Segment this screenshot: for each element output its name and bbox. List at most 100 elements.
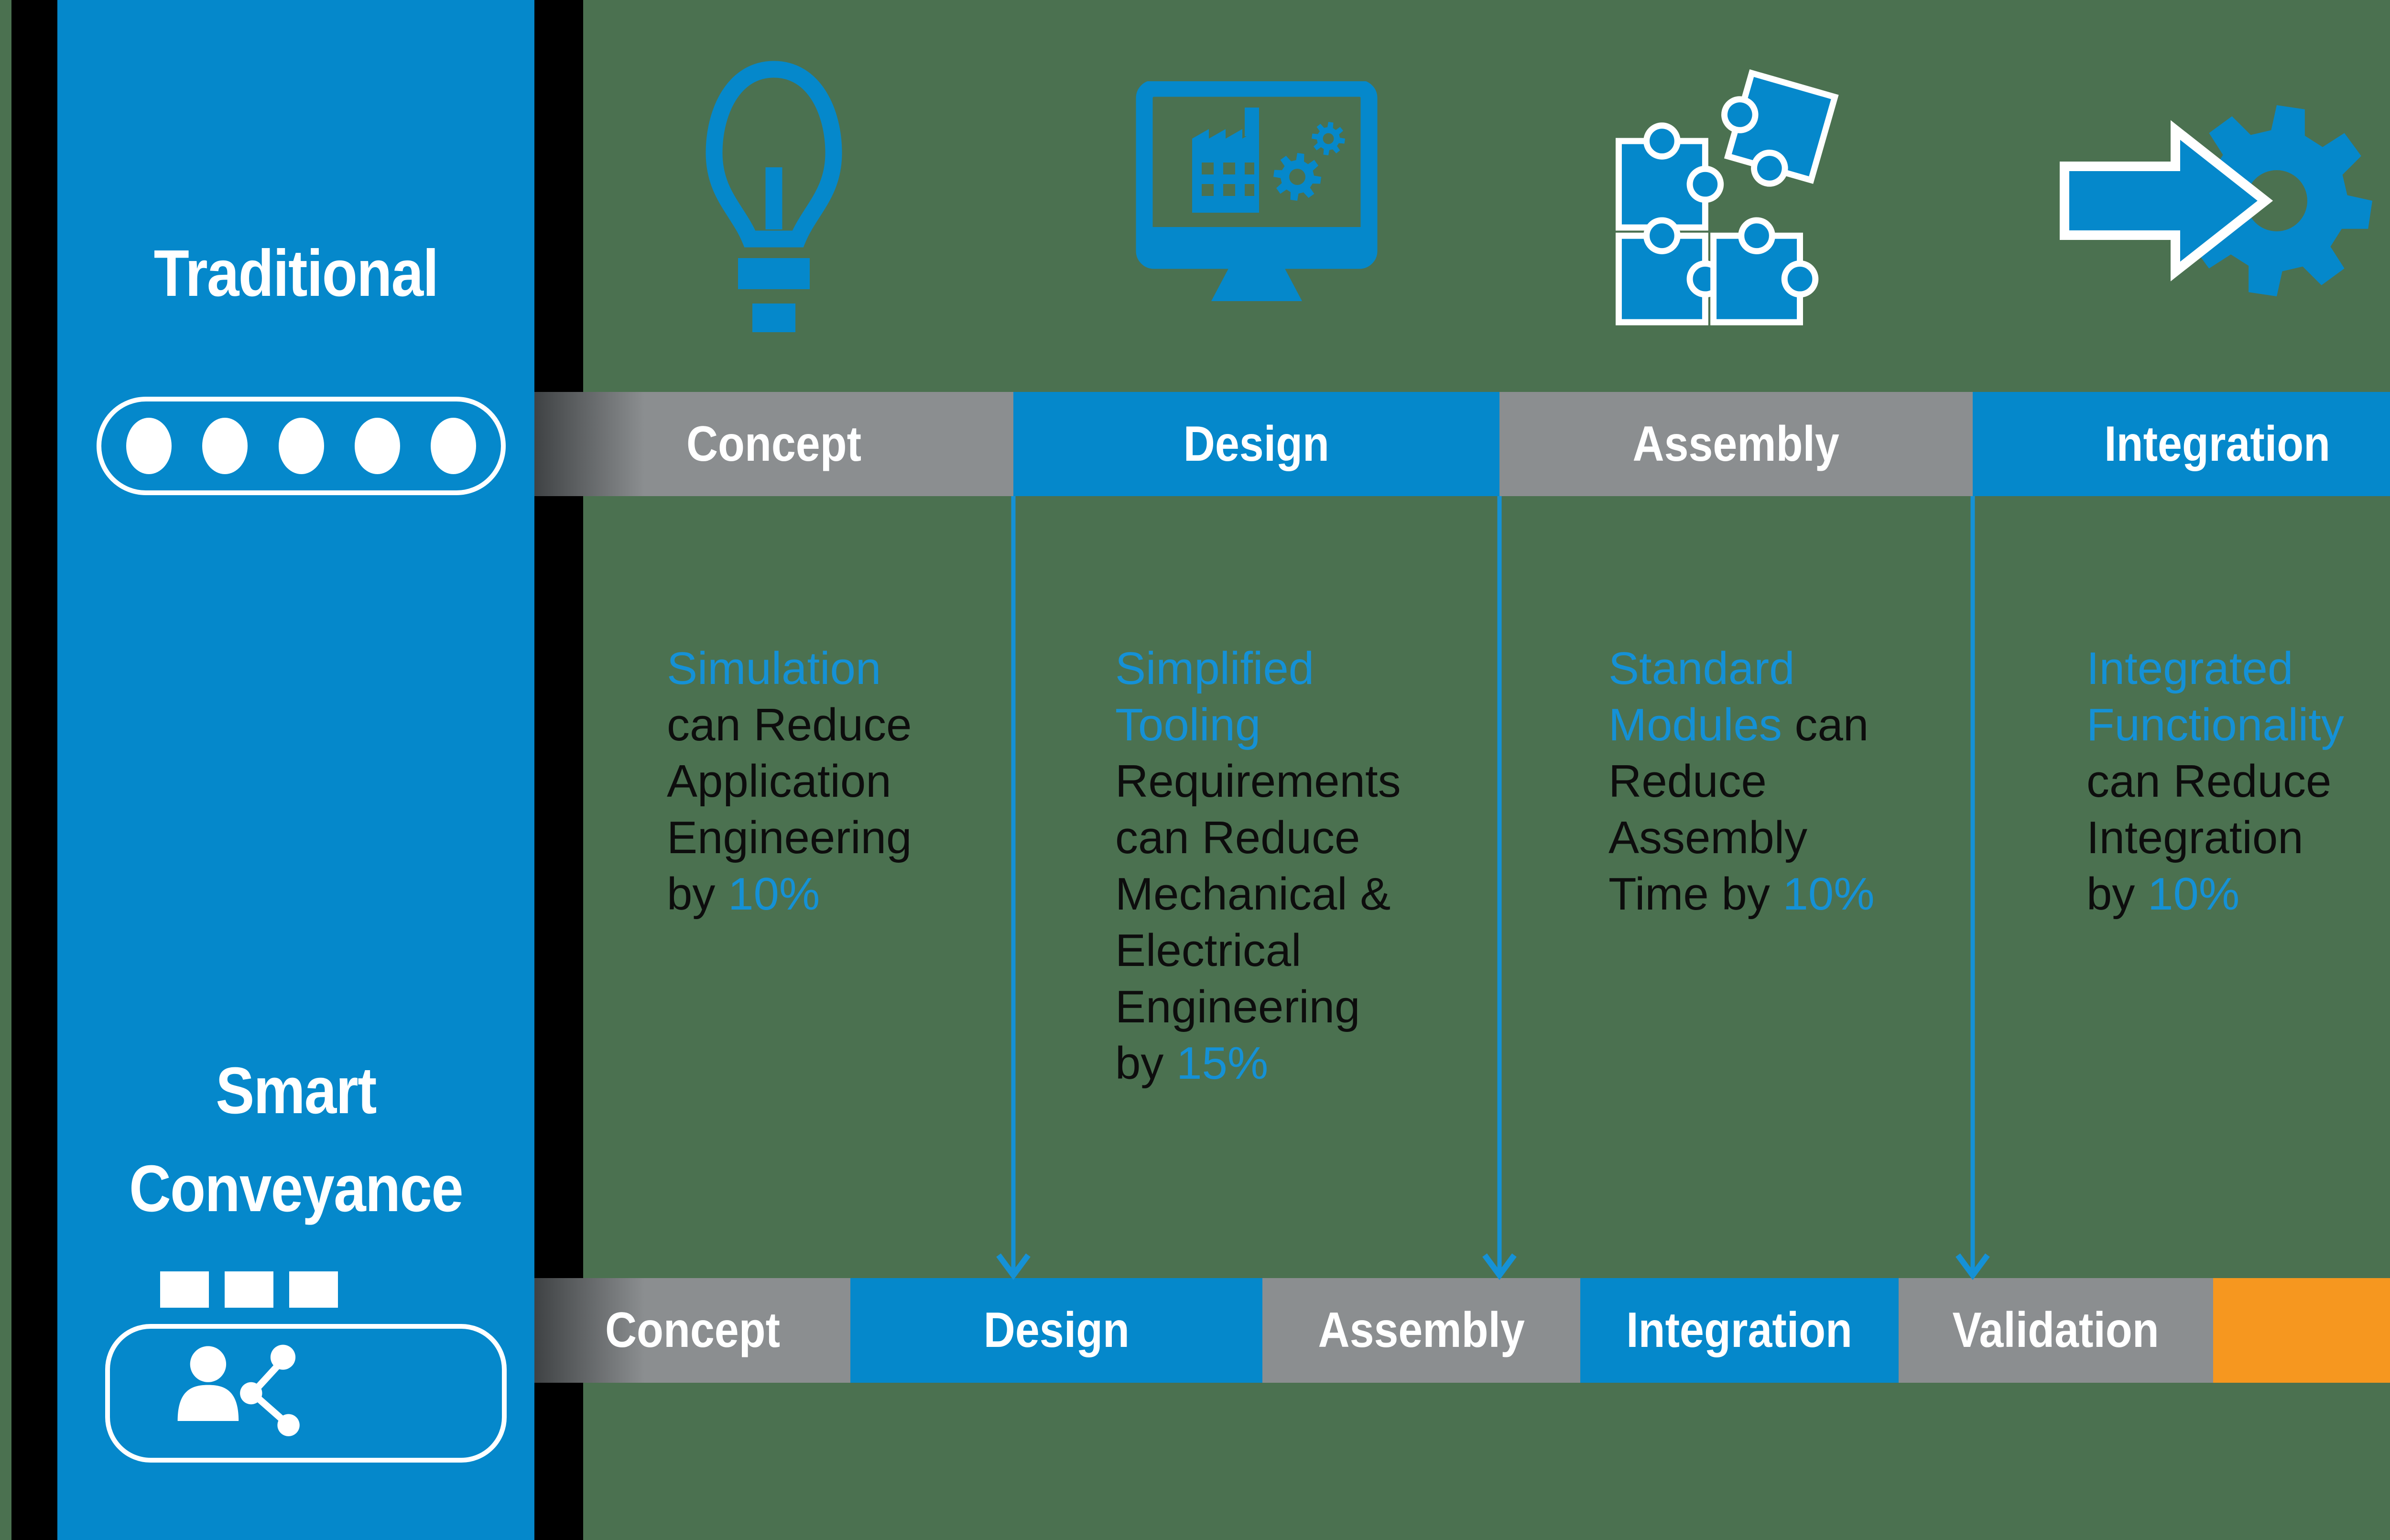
benefit-line: Integrated <box>2086 640 2344 697</box>
benefit-text-segment: can Reduce <box>2086 756 2332 807</box>
benefit-line: Mechanical & <box>1115 866 1401 922</box>
benefit-text-segment: Electrical <box>1115 925 1302 976</box>
benefit-text-segment: Integration <box>2086 812 2303 863</box>
benefit-text-segment: can Reduce <box>667 699 912 750</box>
traditional-title: Traditional <box>153 237 439 310</box>
traditional-conveyor-badge <box>97 397 506 495</box>
benefit-line: Engineering <box>667 810 912 866</box>
traditional-phase-assembly: Assembly <box>1499 392 1973 496</box>
smart-title-line2: Conveyance <box>129 1152 464 1225</box>
smart-phase-assembly: Assembly <box>1262 1278 1580 1383</box>
benefit-text-segment: Mechanical & <box>1115 868 1391 920</box>
phase-label: Concept <box>686 416 862 472</box>
benefit-line: Time by 10% <box>1608 866 1875 922</box>
benefit-text-segment: Tooling <box>1115 699 1261 750</box>
left-green-sliver <box>0 0 11 1540</box>
traditional-phase-concept: Concept <box>534 392 1013 496</box>
benefit-text-segment: Integrated <box>2086 643 2293 694</box>
phase-label: Assembly <box>1318 1302 1525 1358</box>
belt-dash <box>289 1271 338 1308</box>
benefit-text-segment: Engineering <box>667 812 912 863</box>
puzzle-assembly-icon <box>1616 69 1839 325</box>
phase-label: Validation <box>1952 1302 2160 1358</box>
down-arrow-icon <box>996 496 1031 1280</box>
benefit-text-segment: 10% <box>728 868 820 920</box>
benefit-line: Electrical <box>1115 922 1401 979</box>
benefit-line: Modules can <box>1608 697 1875 753</box>
phase-label: Integration <box>2104 416 2330 472</box>
benefit-text-segment: 10% <box>1782 868 1875 920</box>
down-arrow-icon <box>1482 496 1517 1280</box>
smart-conveyor-badge <box>105 1324 507 1463</box>
benefit-line: Requirements <box>1115 753 1401 810</box>
benefit-line: can Reduce <box>667 697 912 753</box>
smart-phase-integration: Integration <box>1580 1278 1899 1383</box>
traditional-phase-integration: Integration <box>1973 392 2390 496</box>
benefit-text-segment: by <box>1115 1038 1177 1089</box>
phase-label: Design <box>983 1302 1130 1358</box>
benefit-text-segment: Reduce <box>1608 756 1767 807</box>
benefit-text-segment: Functionality <box>2086 699 2344 750</box>
benefit-line: by 10% <box>667 866 912 922</box>
down-arrow-icon <box>1955 496 1990 1280</box>
smart-phase-design: Design <box>850 1278 1262 1383</box>
benefit-text-segment: can <box>1782 699 1869 750</box>
conveyor-dot <box>354 418 400 474</box>
benefit-line: Simplified <box>1115 640 1401 697</box>
benefit-text-segment: can Reduce <box>1115 812 1360 863</box>
lightbulb-icon <box>706 61 842 332</box>
smart-phase-bar: Concept Design Assembly Integration Validati… <box>0 1278 2390 1383</box>
benefit-text-segment: Requirements <box>1115 756 1401 807</box>
smart-phase-validation: Validation <box>1899 1278 2213 1383</box>
smart-phase-concept: Concept <box>534 1278 850 1383</box>
benefit-text-segment: by <box>2086 868 2148 920</box>
smart-conveyance-title: Smart Conveyance <box>86 1042 506 1238</box>
benefit-line: Application <box>667 753 912 810</box>
left-black-strip <box>11 0 57 1540</box>
benefit-line: by 15% <box>1115 1035 1401 1092</box>
benefit-line: Simulation <box>667 640 912 697</box>
phase-label: Integration <box>1626 1302 1853 1358</box>
benefit-text-segment: 15% <box>1176 1038 1269 1089</box>
benefit-line: Functionality <box>2086 697 2344 753</box>
smart-phase-production: Production <box>2213 1278 2390 1383</box>
smart-belt-dashes <box>160 1271 338 1308</box>
benefit-text-segment: Modules <box>1608 699 1782 750</box>
person-share-icon <box>177 1345 300 1436</box>
benefit-line: by 10% <box>2086 866 2344 922</box>
benefit-line: Reduce <box>1608 753 1875 810</box>
digital-design-monitor-icon <box>1136 81 1377 301</box>
conveyor-dot <box>202 418 248 474</box>
phase-label: Concept <box>605 1302 780 1358</box>
benefit-text-segment: Engineering <box>1115 981 1360 1032</box>
benefit-text-segment: Simplified <box>1115 643 1314 694</box>
benefit-text-segment: 10% <box>2148 868 2240 920</box>
benefit-text-segment: Assembly <box>1608 812 1808 863</box>
benefit-line: can Reduce <box>1115 810 1401 866</box>
benefit-line: can Reduce <box>2086 753 2344 810</box>
benefit-line: Integration <box>2086 810 2344 866</box>
benefit-line: Assembly <box>1608 810 1875 866</box>
benefit-text-segment: by <box>667 868 728 920</box>
benefit-text-segment: Standard <box>1608 643 1795 694</box>
phase-label: Design <box>1183 416 1330 472</box>
phase-label: Assembly <box>1632 416 1840 472</box>
conveyor-dot <box>126 418 172 474</box>
benefit-text-segment: Simulation <box>667 643 881 694</box>
conveyor-dot <box>278 418 324 474</box>
traditional-phase-bar: ConceptDesignAssemblyIntegrationValidati… <box>0 392 2390 496</box>
benefit-line: Tooling <box>1115 697 1401 753</box>
smart-title-line1: Smart <box>216 1054 377 1128</box>
belt-dash <box>225 1271 273 1308</box>
benefit-text-segment: Time by <box>1608 868 1783 920</box>
conveyor-dot <box>431 418 476 474</box>
benefit-text-segment: Application <box>667 756 891 807</box>
arrow-into-gear-icon <box>2059 105 2372 296</box>
traditional-phase-design: Design <box>1013 392 1499 496</box>
belt-dash <box>160 1271 209 1308</box>
